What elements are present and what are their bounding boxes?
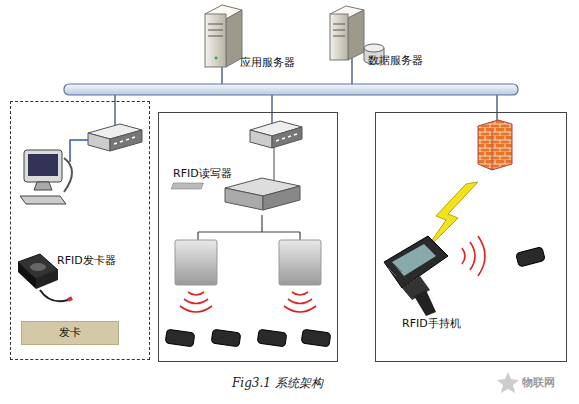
node-label: RFID发卡器 xyxy=(57,254,116,267)
network-switch xyxy=(88,121,302,151)
rfid-tag xyxy=(165,247,545,347)
network-switch xyxy=(88,133,110,151)
network-switch xyxy=(250,130,272,148)
node-label: RFID手持机 xyxy=(402,317,461,330)
signal-waves xyxy=(180,236,485,312)
firewall-icon xyxy=(478,120,512,170)
rfid-reader-device xyxy=(171,178,300,210)
data-server-icon xyxy=(333,24,345,36)
rfid-tag xyxy=(257,329,287,347)
handheld-terminal xyxy=(414,290,436,316)
watermark-text: 物联网 xyxy=(522,376,555,389)
rfid-tag xyxy=(165,329,195,347)
signal-waves xyxy=(180,292,212,312)
watermark-star xyxy=(497,372,519,393)
signal-waves xyxy=(462,236,485,276)
wire xyxy=(273,145,274,180)
antenna xyxy=(175,240,217,285)
computer-icon xyxy=(28,154,58,176)
wire xyxy=(198,215,300,240)
antenna xyxy=(279,240,321,285)
issuing-station-panel: RFID发卡器发卡 xyxy=(10,101,150,360)
data-server-icon xyxy=(348,10,364,60)
handheld-terminal xyxy=(384,236,448,316)
computer-icon xyxy=(64,158,72,192)
app-server-icon xyxy=(205,14,226,67)
firewall-icon xyxy=(478,120,512,170)
network-switch xyxy=(114,137,135,144)
node-label: 数据服务器 xyxy=(368,54,423,67)
reader-station-panel: RFID读写器 xyxy=(158,112,338,362)
network-switch xyxy=(276,134,297,141)
rfid-tag xyxy=(211,329,241,347)
rfid-reader-device xyxy=(225,188,263,210)
rfid-reader-device xyxy=(171,183,203,189)
computer-icon xyxy=(34,182,52,190)
card-issuer-device xyxy=(68,298,72,300)
issue-card-band: 发卡 xyxy=(21,321,119,345)
rfid-reader-device xyxy=(263,186,300,210)
app-server-icon xyxy=(215,57,218,60)
node-label: RFID读写器 xyxy=(173,167,232,180)
handheld-terminal xyxy=(388,264,402,276)
data-server-icon xyxy=(364,44,384,52)
node-label: 应用服务器 xyxy=(240,56,295,69)
figure-caption: Fig3.1 系统架构 xyxy=(232,376,323,390)
network-bus xyxy=(64,84,518,95)
firewall-icon xyxy=(492,130,493,170)
computer-icon xyxy=(20,196,66,204)
data-server-icon xyxy=(330,14,348,60)
rfid-tag xyxy=(516,247,546,268)
node-label: 发卡 xyxy=(59,326,81,339)
network-switch xyxy=(110,130,142,151)
computer-icon xyxy=(24,150,62,182)
wire xyxy=(40,290,68,301)
computer-icon xyxy=(20,150,72,204)
app-server-icon xyxy=(208,24,223,36)
app-server-icon xyxy=(205,5,242,67)
rfid-tag xyxy=(301,329,331,347)
network-switch xyxy=(272,127,302,148)
signal-waves xyxy=(284,292,316,312)
antenna xyxy=(175,240,321,285)
handheld-terminal xyxy=(392,244,436,276)
app-server-icon xyxy=(226,10,242,67)
card-issuer-device xyxy=(30,263,46,271)
handheld-station-panel: RFID手持机 xyxy=(375,112,567,362)
card-issuer-device xyxy=(36,270,58,289)
